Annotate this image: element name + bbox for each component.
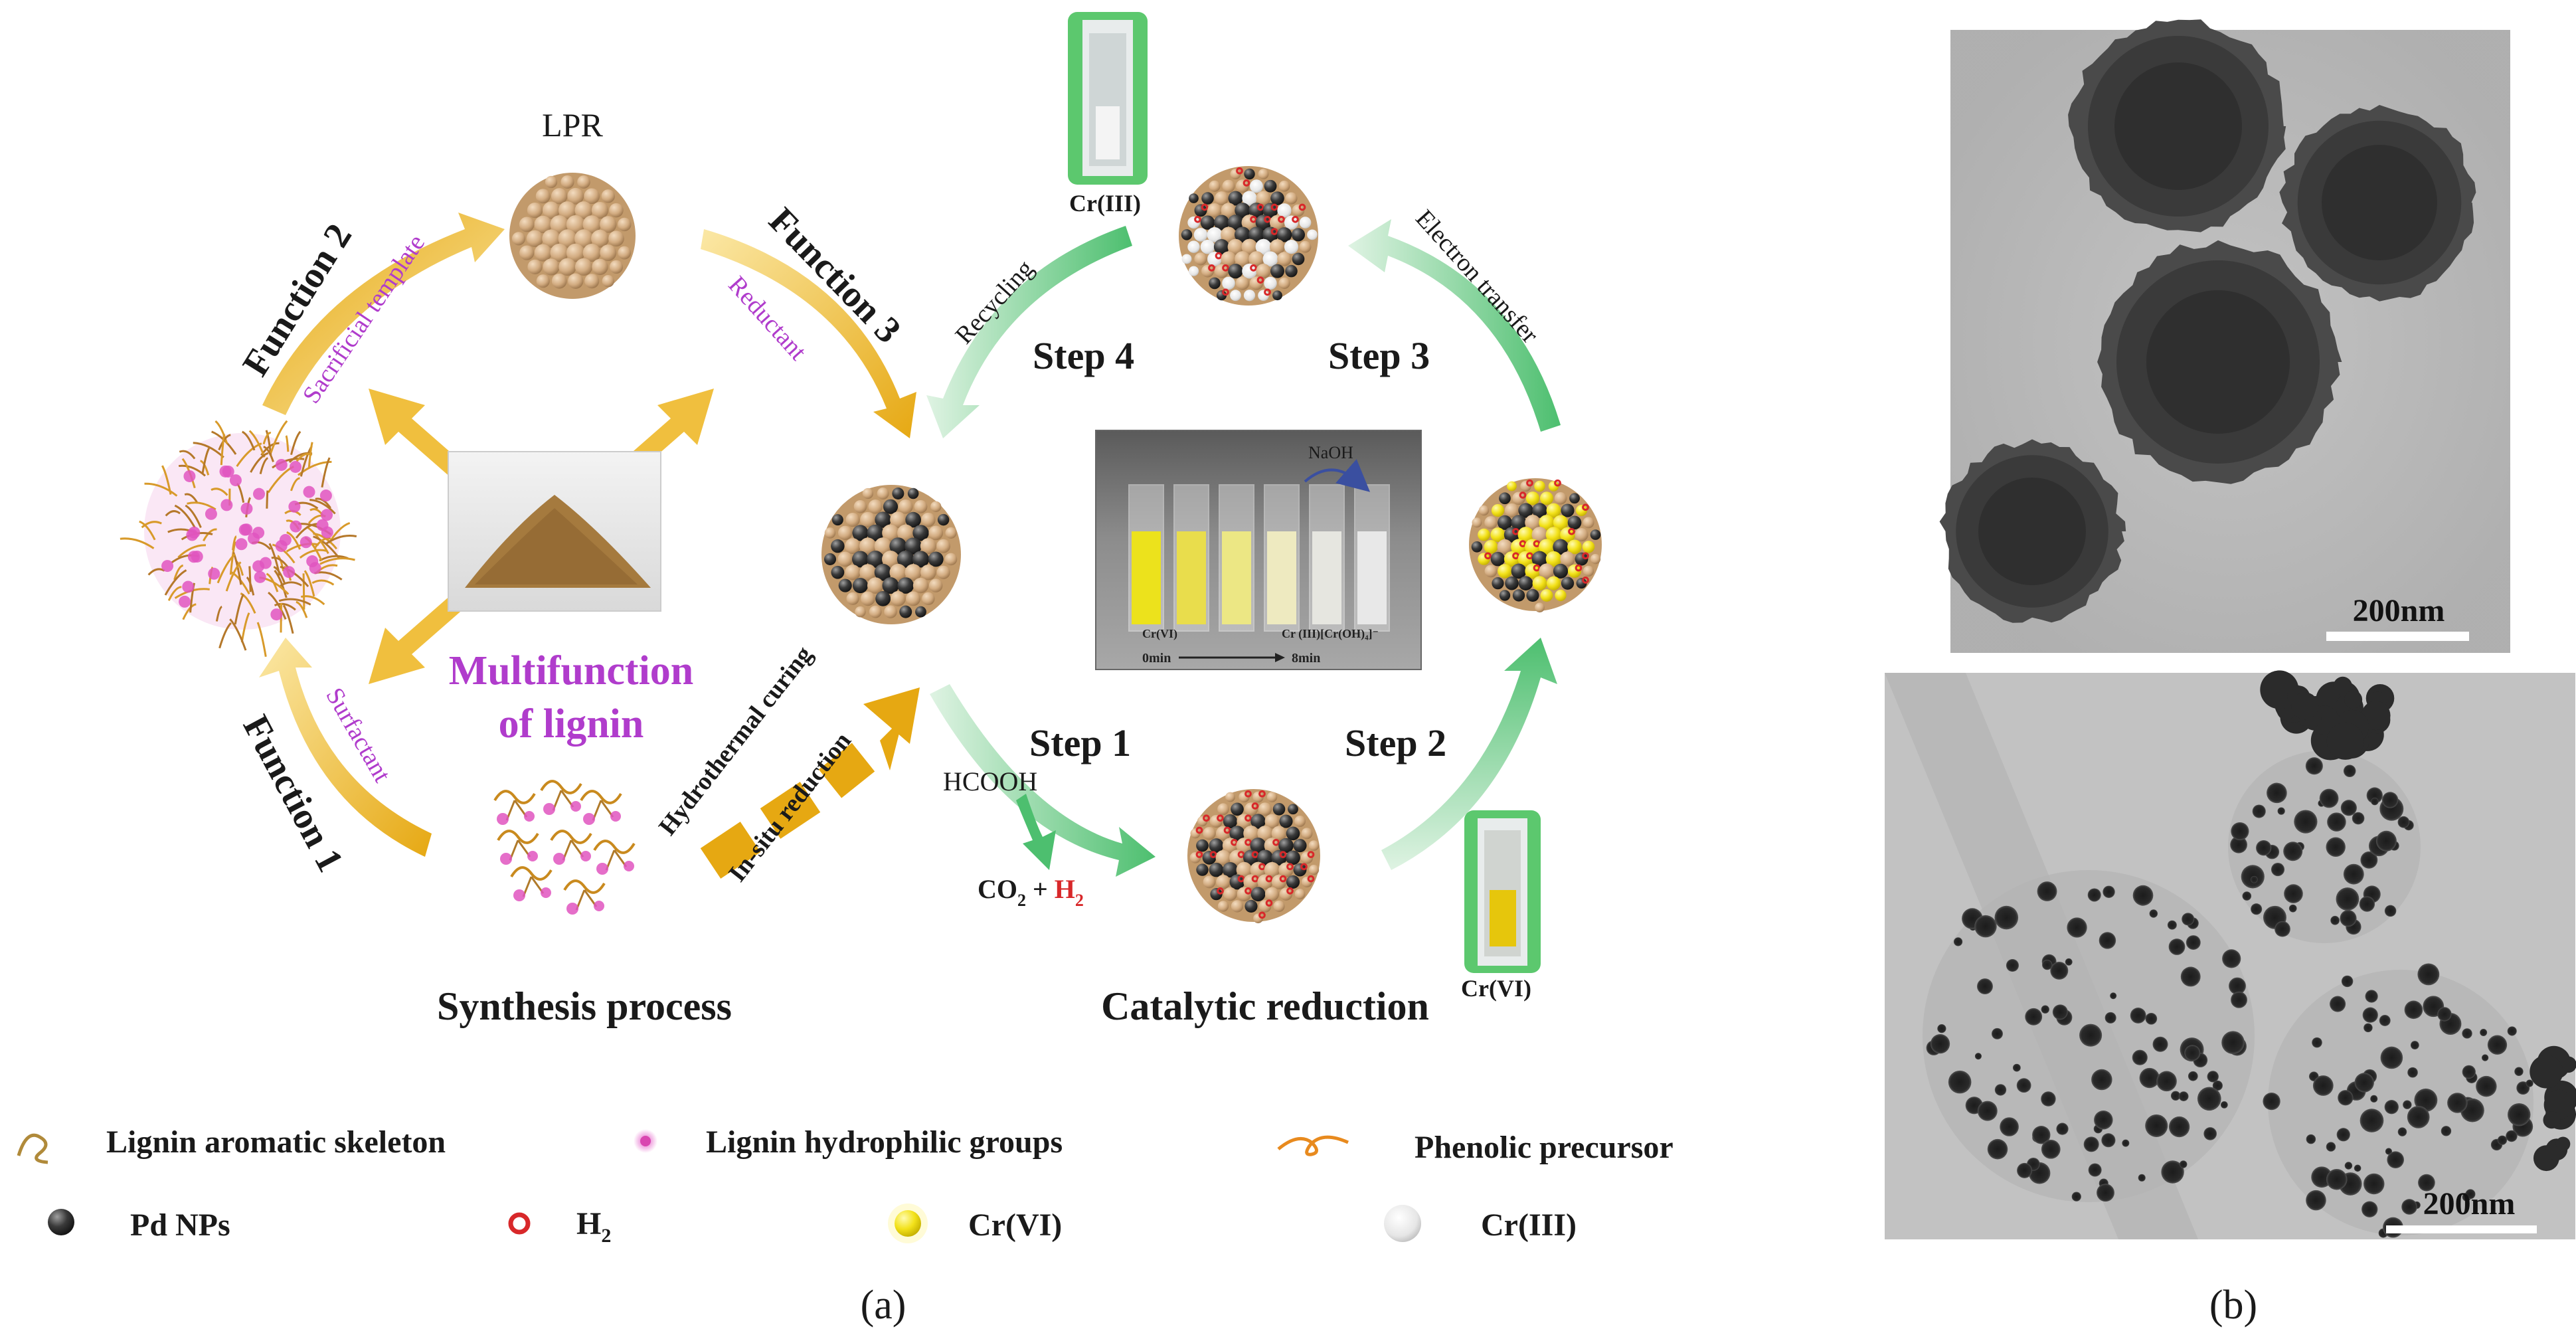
legend-label-cr6: Cr(VI) bbox=[968, 1207, 1062, 1243]
color-change-photo: NaOH Cr(VI) Cr (III)[Cr(OH)₄]⁻ 0min 8min bbox=[1095, 430, 1422, 670]
step-1-arrow bbox=[930, 684, 1156, 877]
hcooh-green-arrow bbox=[1016, 794, 1056, 870]
pd-sphere-icon bbox=[48, 1209, 74, 1235]
template-sphere bbox=[120, 420, 357, 658]
cr3-sphere-icon bbox=[1384, 1205, 1421, 1242]
h2-sphere-bottom bbox=[1187, 789, 1320, 924]
cr3-top-label: Cr(III) bbox=[1069, 190, 1141, 217]
co2-h2-label: CO2 + H2 bbox=[978, 874, 1084, 910]
powder-arrow-downleft bbox=[369, 594, 465, 684]
panel-b-label: (b) bbox=[2209, 1283, 2257, 1328]
catalytic-title: Catalytic reduction bbox=[1101, 984, 1429, 1028]
step-4-arrow bbox=[926, 226, 1132, 438]
electron-transfer-label: Electron transfer bbox=[1410, 205, 1544, 349]
cuvette-cr3 bbox=[1068, 12, 1148, 185]
step-2-arrow bbox=[1381, 638, 1557, 870]
tem-image-bottom: 200nm bbox=[1885, 670, 2576, 1239]
hydrothermal-dashed-arrow bbox=[700, 687, 920, 879]
center-title-line1: Multifunction bbox=[449, 648, 694, 693]
scale-bar-top bbox=[2326, 632, 2469, 641]
step-1-label: Step 1 bbox=[1029, 721, 1131, 764]
center-title-line2: of lignin bbox=[499, 701, 644, 747]
legend-label-hydrophilic: Lignin hydrophilic groups bbox=[706, 1124, 1063, 1160]
step-4-label: Step 4 bbox=[1033, 334, 1134, 377]
h2-ring-icon bbox=[508, 1212, 531, 1235]
lpr-sphere bbox=[509, 173, 636, 299]
photo-time-start: 0min bbox=[1142, 651, 1171, 666]
legend: Lignin aromatic skeleton Lignin hydrophi… bbox=[17, 1124, 1674, 1247]
function-3-arrow bbox=[701, 229, 916, 438]
step-2-label: Step 2 bbox=[1345, 721, 1446, 764]
powder-arrow-upleft bbox=[369, 389, 465, 478]
photo-naoh-label: NaOH bbox=[1308, 443, 1353, 462]
legend-label-cr3: Cr(III) bbox=[1481, 1207, 1577, 1243]
precursor-icon bbox=[1277, 1135, 1349, 1156]
hcooh-label: HCOOH bbox=[943, 766, 1037, 796]
legend-label-pd: Pd NPs bbox=[130, 1207, 230, 1243]
photo-criii-label: Cr (III)[Cr(OH)₄]⁻ bbox=[1282, 627, 1379, 641]
panel-a-label: (a) bbox=[861, 1283, 906, 1328]
function-1-label: Function 1 bbox=[235, 709, 351, 879]
cuvette-cr6 bbox=[1464, 810, 1541, 973]
lignin-powder-photo bbox=[448, 451, 661, 612]
cr6-sphere-right bbox=[1469, 478, 1602, 613]
phenolic-precursor-cluster bbox=[493, 780, 636, 915]
panel-a: NaOH Cr(VI) Cr (III)[Cr(OH)₄]⁻ 0min 8min… bbox=[17, 12, 1674, 1328]
tem-image-top: 200nm bbox=[1939, 19, 2510, 653]
cr3-sphere-top bbox=[1179, 166, 1318, 306]
scale-label-bottom: 200nm bbox=[2423, 1186, 2516, 1221]
legend-label-h2: H2 bbox=[576, 1206, 611, 1247]
step-3-label: Step 3 bbox=[1328, 334, 1430, 377]
function-2-arrow bbox=[262, 213, 505, 415]
scale-bar-bottom bbox=[2386, 1225, 2537, 1233]
skeleton-icon bbox=[17, 1133, 48, 1164]
step-3-arrow bbox=[1348, 219, 1561, 432]
lpr-label: LPR bbox=[542, 106, 603, 143]
legend-label-precursor: Phenolic precursor bbox=[1415, 1130, 1674, 1165]
synthesis-title: Synthesis process bbox=[437, 984, 732, 1028]
naoh-curved-arrow bbox=[1304, 459, 1371, 492]
cr6-bottom-label: Cr(VI) bbox=[1461, 975, 1531, 1002]
photo-crvi-label: Cr(VI) bbox=[1142, 627, 1177, 641]
function-1-arrow bbox=[259, 638, 432, 857]
scale-label-top: 200nm bbox=[2353, 593, 2445, 628]
pd-loaded-sphere bbox=[821, 485, 961, 624]
photo-time-end: 8min bbox=[1292, 651, 1320, 666]
panel-b: 200nm 200nm (b) bbox=[1885, 19, 2576, 1328]
legend-label-skeleton: Lignin aromatic skeleton bbox=[106, 1124, 446, 1160]
